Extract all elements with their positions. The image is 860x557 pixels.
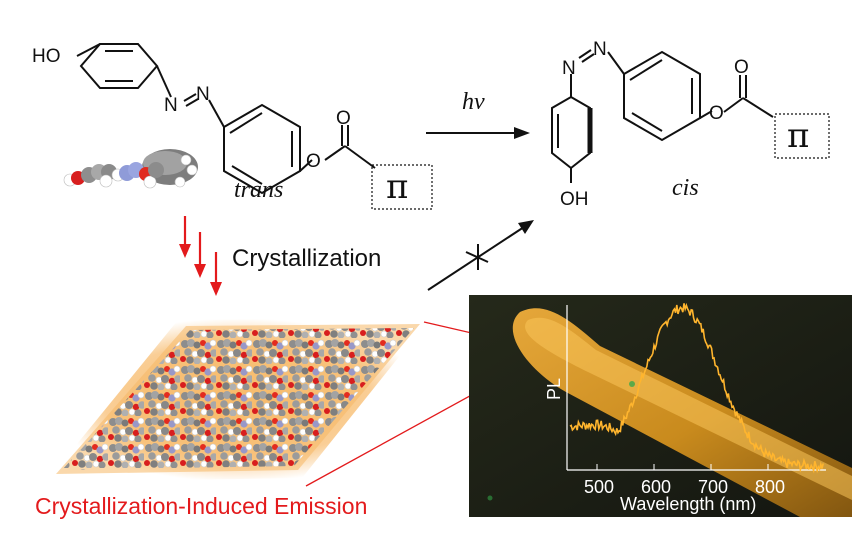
cis-n2-label: N <box>593 39 607 60</box>
crystallization-label: Crystallization <box>232 245 381 272</box>
spectrum-tick-600: 600 <box>641 477 671 497</box>
crystallization-arrows <box>179 216 222 296</box>
cis-state-label: cis <box>672 175 699 201</box>
emission-label: Crystallization-Induced Emission <box>35 493 367 519</box>
trans-molecule <box>76 43 376 195</box>
trans-pi-label: π <box>386 167 408 207</box>
crystal-sheet <box>46 318 430 482</box>
cis-molecule <box>551 49 774 183</box>
trans-ho-label: HO <box>32 46 61 67</box>
spectrum-x-label: Wavelength (nm) <box>620 494 756 514</box>
blocked-arrow <box>427 220 534 291</box>
cis-oh-label: OH <box>560 189 589 210</box>
photoisomerization-arrow <box>426 127 530 139</box>
spectrum-tick-800: 800 <box>755 477 785 497</box>
cis-phenyl-ring-right <box>623 50 701 142</box>
cis-pi-label: π <box>787 116 809 156</box>
cis-n1-label: N <box>562 58 576 79</box>
trans-pi-box <box>371 164 433 210</box>
trans-n2-label: N <box>196 84 210 105</box>
trans-o-ester-label: O <box>306 151 321 172</box>
pl-spectrum <box>566 302 826 474</box>
phenyl-ring-1 <box>79 43 159 89</box>
cis-o-carbonyl-label: O <box>734 57 749 78</box>
spectrum-line <box>569 302 824 474</box>
cis-o-ester-label: O <box>709 103 724 124</box>
cis-pi-box <box>774 113 830 159</box>
light-label: hν <box>462 89 485 115</box>
spectrum-tick-700: 700 <box>698 477 728 497</box>
trans-o-carbonyl-label: O <box>336 108 351 129</box>
spectrum-tick-500: 500 <box>584 477 614 497</box>
space-filling-model <box>63 149 198 189</box>
trans-n1-label: N <box>164 95 178 116</box>
trans-state-label: trans <box>234 177 283 203</box>
spectrum-y-label: PL <box>544 378 564 400</box>
